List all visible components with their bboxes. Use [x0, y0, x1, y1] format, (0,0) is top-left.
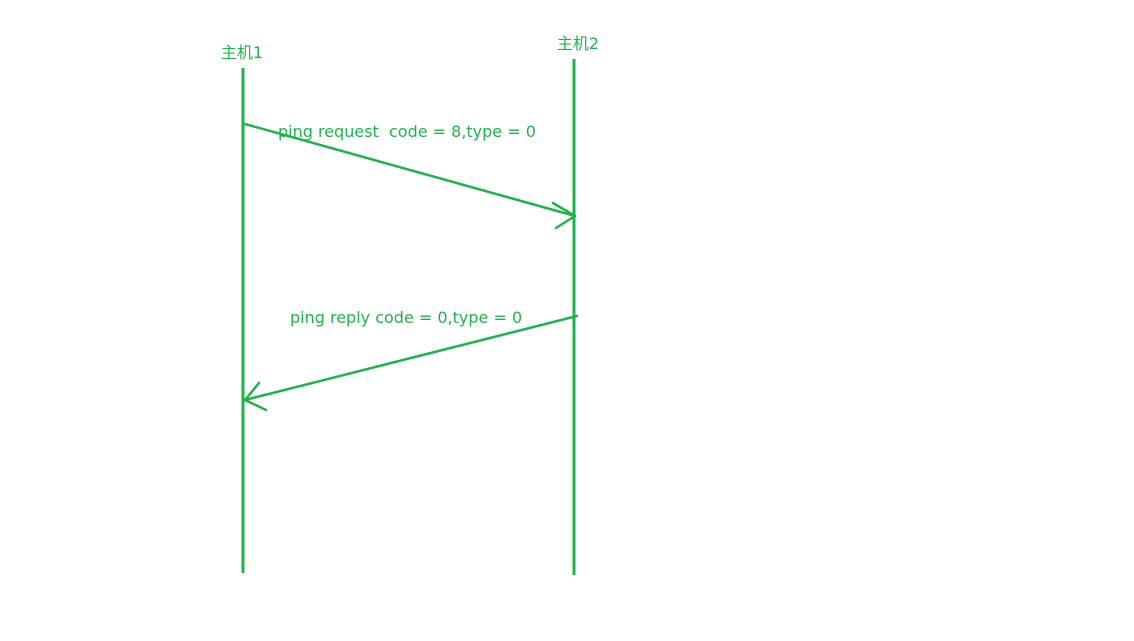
message-arrow-2 — [243, 314, 579, 412]
labels: 主机1 主机2 ping request code = 8,type = 0 ping… — [221, 34, 599, 327]
message-arrow-1 — [243, 122, 577, 230]
arrow-head — [551, 201, 577, 230]
message-arrows — [243, 122, 579, 412]
host-label-1: 主机1 — [221, 43, 263, 62]
host-label-2: 主机2 — [557, 34, 599, 53]
message-label-1: ping request code = 8,type = 0 — [278, 122, 536, 141]
arrow-shaft — [243, 122, 577, 218]
arrow-shaft — [243, 314, 579, 402]
message-label-2: ping reply code = 0,type = 0 — [290, 308, 522, 327]
arrow-head — [243, 381, 268, 412]
